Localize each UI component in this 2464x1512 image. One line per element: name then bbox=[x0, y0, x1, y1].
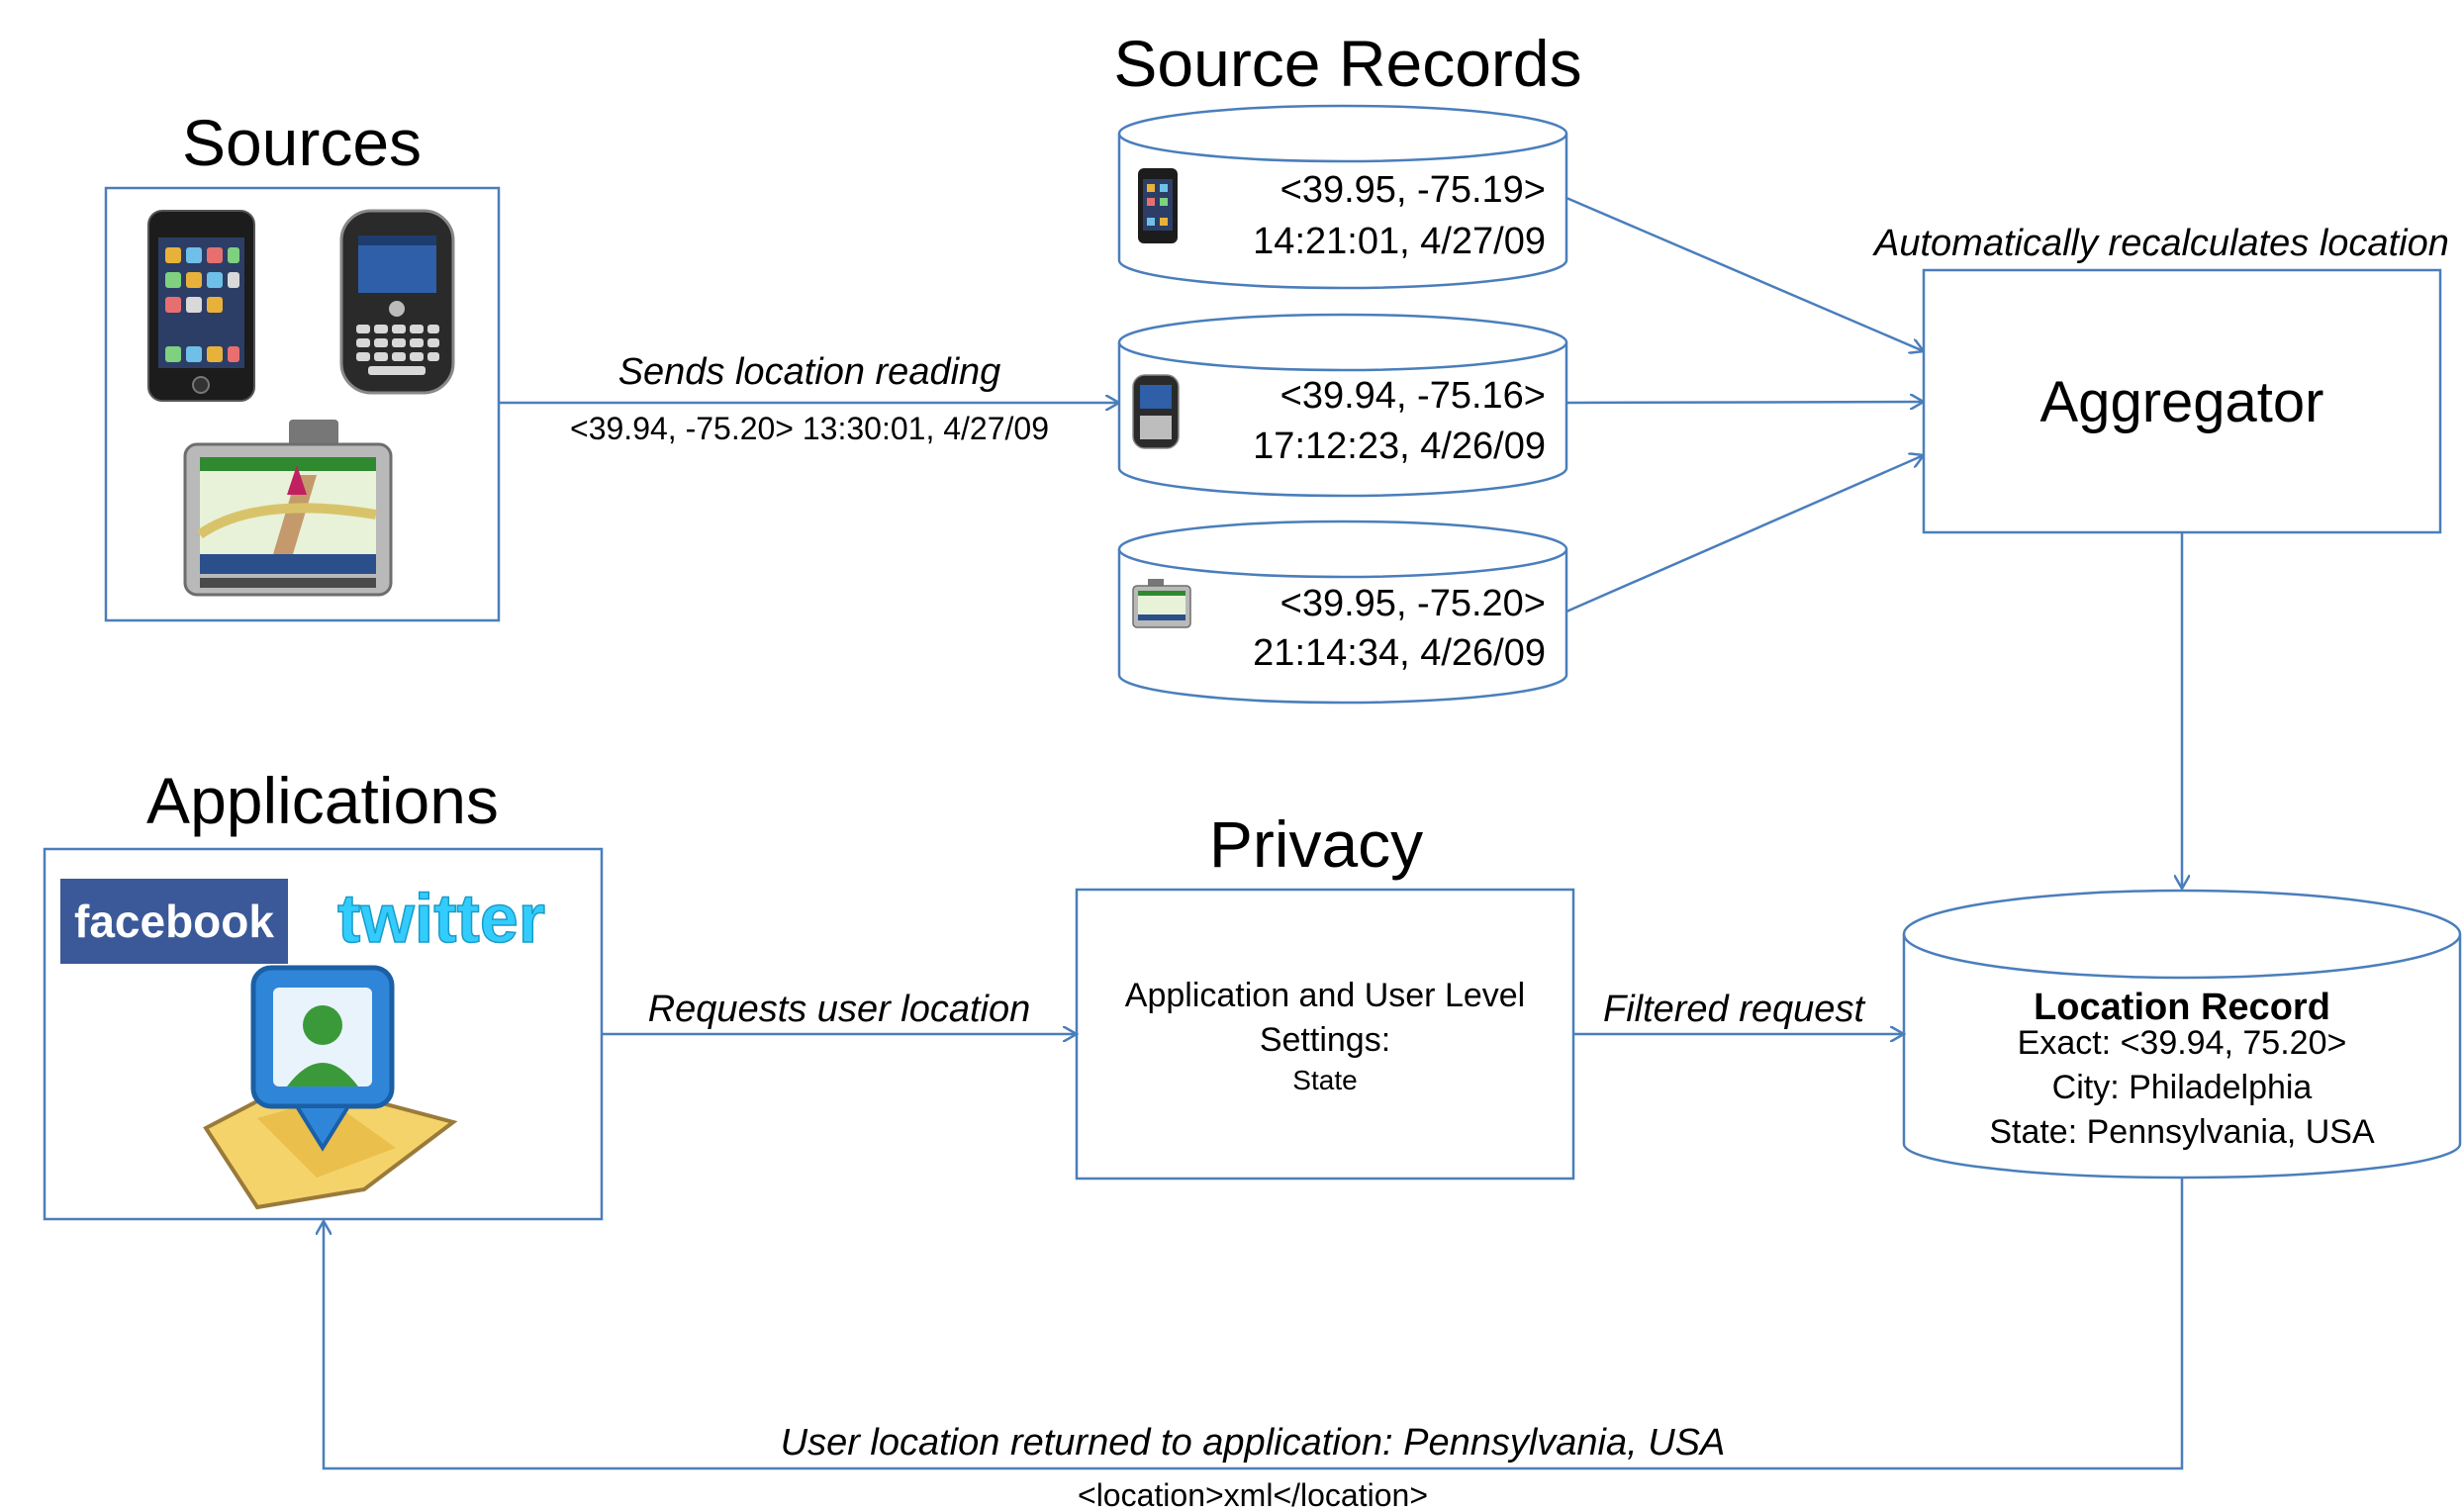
twitter-logo: twitter bbox=[336, 879, 546, 958]
facebook-logo: facebook bbox=[60, 879, 288, 964]
privacy-line-2: Settings: bbox=[1260, 1021, 1390, 1059]
blackberry-icon bbox=[339, 209, 455, 395]
edge-record-2-to-aggregator bbox=[1565, 402, 1924, 403]
privacy-heading: Privacy bbox=[1209, 807, 1423, 881]
record-1-coords: <39.95, -75.19> bbox=[1280, 169, 1546, 211]
iphone-icon bbox=[1138, 168, 1178, 243]
location-record-city: City: Philadelphia bbox=[2052, 1069, 2313, 1106]
edge-requests-user-location-label: Requests user location bbox=[648, 989, 1031, 1030]
source-record-3: <39.95, -75.20> 21:14:34, 4/26/09 bbox=[1117, 520, 1568, 705]
source-records-heading: Source Records bbox=[1113, 27, 1581, 100]
aggregator-label: Aggregator bbox=[2040, 370, 2324, 434]
edge-filtered-request-label: Filtered request bbox=[1603, 989, 1865, 1030]
edge-sends-location-label: Sends location reading bbox=[618, 351, 1001, 393]
edge-location-returned-label: User location returned to application: P… bbox=[781, 1422, 1726, 1464]
source-record-2: <39.94, -75.16> 17:12:23, 4/26/09 bbox=[1117, 313, 1568, 498]
location-record-state: State: Pennsylvania, USA bbox=[1989, 1113, 2375, 1151]
gps-unit-icon bbox=[183, 420, 393, 597]
privacy-line-1: Application and User Level bbox=[1125, 977, 1525, 1014]
aggregator-box bbox=[1922, 268, 2442, 534]
edge-sends-location-payload: <39.94, -75.20> 13:30:01, 4/27/09 bbox=[570, 411, 1049, 446]
record-1-timestamp: 14:21:01, 4/27/09 bbox=[1253, 221, 1546, 262]
twitter-logo-text: twitter bbox=[337, 880, 545, 957]
iphone-icon bbox=[147, 210, 255, 402]
source-record-1: <39.95, -75.19> 14:21:01, 4/27/09 bbox=[1117, 104, 1568, 290]
map-pin-icon bbox=[203, 965, 458, 1210]
record-2-timestamp: 17:12:23, 4/26/09 bbox=[1253, 425, 1546, 467]
location-record-title: Location Record bbox=[2034, 987, 2330, 1028]
privacy-box bbox=[1075, 888, 1575, 1181]
edge-record-1-to-aggregator bbox=[1565, 196, 1924, 351]
edge-location-returned bbox=[324, 1178, 2184, 1470]
sources-heading: Sources bbox=[182, 106, 422, 179]
privacy-setting: State bbox=[1292, 1065, 1357, 1095]
aggregator-note: Automatically recalculates location bbox=[1872, 223, 2449, 264]
record-3-coords: <39.95, -75.20> bbox=[1280, 583, 1546, 624]
record-2-coords: <39.94, -75.16> bbox=[1280, 375, 1546, 417]
applications-heading: Applications bbox=[146, 764, 499, 837]
blackberry-icon bbox=[1132, 374, 1180, 449]
location-record: Location Record Exact: <39.94, 75.20> Ci… bbox=[1902, 889, 2462, 1180]
location-record-exact: Exact: <39.94, 75.20> bbox=[2018, 1024, 2347, 1062]
gps-unit-icon bbox=[1132, 579, 1191, 628]
edge-location-returned-payload: <location>xml</location> bbox=[1078, 1477, 1428, 1512]
edge-record-3-to-aggregator bbox=[1565, 455, 1924, 614]
facebook-logo-text: facebook bbox=[74, 896, 274, 947]
record-3-timestamp: 21:14:34, 4/26/09 bbox=[1253, 632, 1546, 674]
